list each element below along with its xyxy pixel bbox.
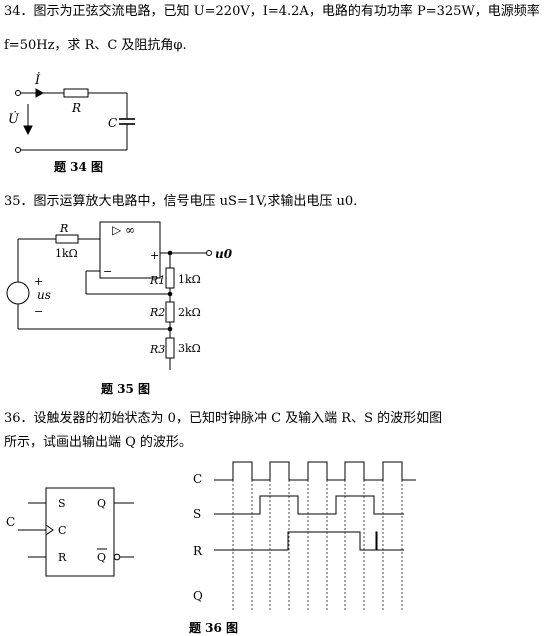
fig35-r2-value: 2kΩ [178, 306, 201, 319]
voltage-source-icon [6, 281, 30, 305]
opamp-minus: − [103, 265, 112, 278]
fig35-r1-value: 1kΩ [178, 273, 201, 286]
ff-r-label: R [58, 551, 67, 564]
opamp-box [99, 221, 161, 279]
fig34-r-label: R [71, 101, 81, 115]
fig34-resistor [63, 88, 89, 98]
source-plus: + [34, 275, 43, 288]
fig34-current-label: İ [34, 71, 41, 88]
fig36-timing [214, 461, 416, 612]
fig35-r2-label: R2 [149, 306, 165, 319]
wave-c-label: C [193, 472, 202, 486]
ff-s-label: S [58, 497, 66, 510]
wave-s-label: S [193, 507, 201, 521]
fig35-r-value: 1kΩ [55, 247, 78, 260]
wave-q-label: Q [193, 589, 203, 603]
opamp-plus: + [150, 249, 159, 262]
wave-c [214, 461, 416, 481]
q34-caption: 题 34 图 [54, 160, 104, 174]
wave-r [214, 531, 404, 551]
fig36-flipflop [18, 487, 134, 577]
q35-caption: 题 35 图 [101, 382, 151, 396]
fig35-r1-label: R1 [149, 274, 165, 287]
fig34-voltage-label: U̇ [8, 111, 20, 127]
current-arrow-icon [35, 88, 45, 98]
ff-q-label: Q [97, 497, 106, 510]
fig35-input-resistor [55, 234, 79, 244]
fig35-r3-label: R3 [149, 343, 165, 356]
voltage-arrow-icon [23, 125, 33, 136]
fig35-r3-value: 3kΩ [178, 342, 201, 355]
q34-line1: 34．图示为正弦交流电路，已知 U=220V，I=4.2A，电路的有功功率 P=… [4, 4, 540, 19]
wave-s [214, 495, 404, 515]
q35-line1: 35．图示运算放大电路中，信号电压 uS=1V,求输出电压 u0. [4, 194, 358, 209]
fig34-c-label: C [108, 116, 117, 130]
fig35-u0-label: u0 [215, 247, 233, 261]
inverted-output-icon [113, 553, 121, 561]
q34-line2: f=50Hz，求 R、C 及阻抗角φ. [4, 38, 187, 53]
q36-line1: 36．设触发器的初始状态为 0，已知时钟脉冲 C 及输入端 R、S 的波形如图 [4, 411, 443, 426]
source-minus: − [34, 305, 43, 318]
clock-input-icon [45, 524, 54, 536]
fig35-us-label: us [37, 288, 51, 302]
ff-c-label: C [58, 524, 66, 537]
fig35-r1 [165, 267, 175, 289]
q36-line2: 所示，试画出输出端 Q 的波形。 [4, 435, 192, 450]
fig35-circuit [6, 221, 212, 370]
q36-caption: 题 36 图 [189, 621, 239, 635]
fig34-circuit [15, 88, 135, 153]
ff-qbar-label: Q [97, 551, 106, 564]
fig35-r2 [165, 301, 175, 323]
wave-r-label: R [193, 544, 203, 558]
ff-c-input-label: C [6, 515, 15, 529]
opamp-symbol: ▷ ∞ [112, 223, 135, 237]
fig35-r3 [165, 337, 175, 359]
fig35-r-label: R [59, 222, 68, 235]
